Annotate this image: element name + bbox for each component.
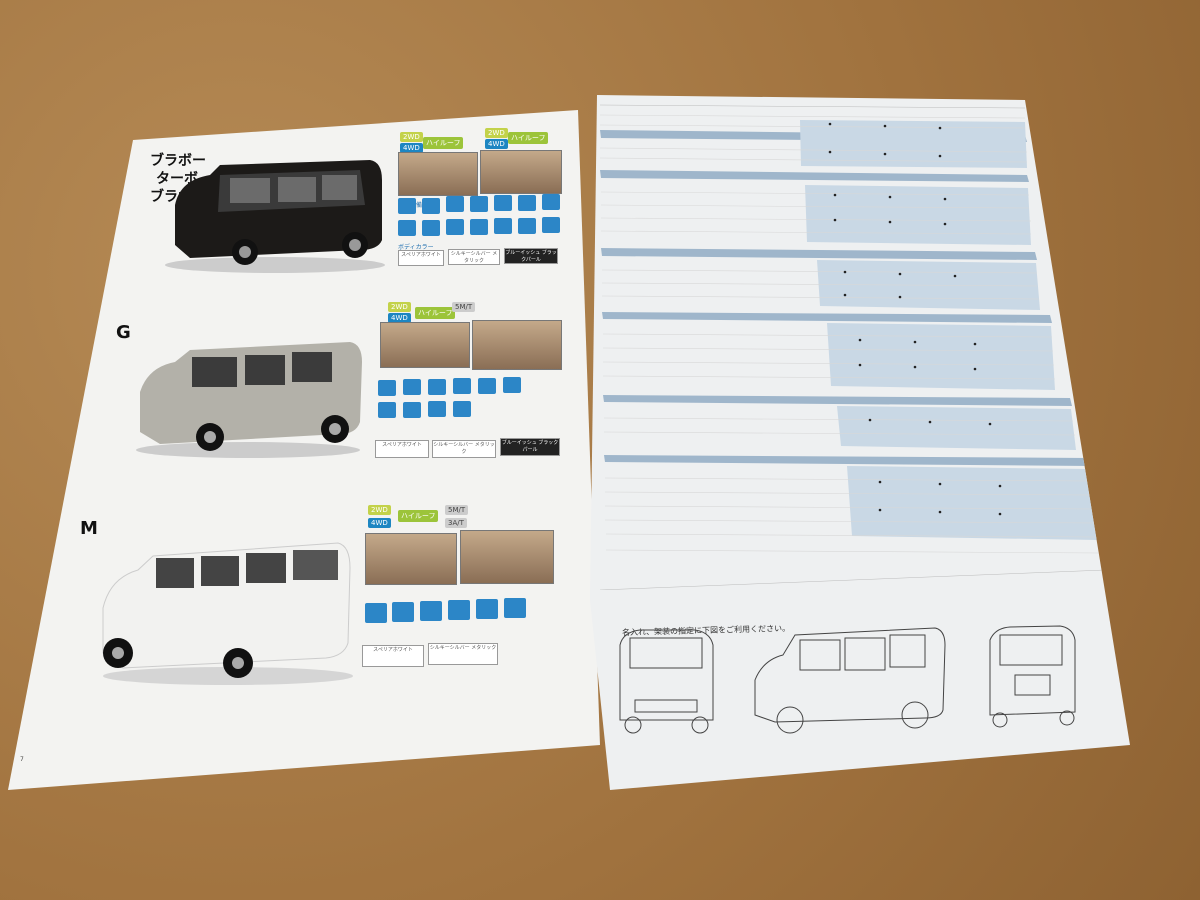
feature-icon: [448, 600, 470, 620]
interior-photo: [480, 150, 562, 194]
page-number: 7: [20, 756, 24, 763]
feature-icon: [542, 217, 560, 233]
feature-icon: [378, 380, 396, 396]
badge-3at: 3A/T: [445, 518, 467, 528]
model-title-m: M: [80, 518, 98, 539]
badge-high-roof: ハイルーフ: [415, 307, 456, 319]
badge-high-roof: ハイルーフ: [398, 510, 439, 522]
feature-icon: [478, 378, 496, 394]
feature-icon: [403, 379, 421, 395]
page-number: 8: [1150, 738, 1154, 745]
feature-icon: [365, 603, 387, 623]
badge-2wd: 2WD: [388, 302, 411, 312]
color-chip-silver: シルキーシルバー メタリック: [432, 440, 496, 458]
feature-icon: [398, 220, 416, 236]
feature-icon: [470, 196, 488, 212]
color-chip-silver: シルキーシルバー メタリック: [448, 249, 500, 265]
feature-icon: [446, 219, 464, 235]
color-section-label: ボディカラー: [398, 244, 434, 251]
feature-icon: [422, 220, 440, 236]
badge-4wd: 4WD: [400, 143, 423, 153]
badge-2wd: 2WD: [485, 128, 508, 138]
model-title-g: G: [116, 322, 131, 343]
color-chip-black: ブルーイッシュ ブラックパール: [500, 438, 560, 456]
badge-2wd: 2WD: [368, 505, 391, 515]
van-image-white: [102, 542, 353, 685]
model-title-line: ターボ: [156, 171, 198, 187]
feature-icon: [518, 195, 536, 211]
interior-photo: [380, 322, 470, 368]
feature-icon: [503, 377, 521, 393]
feature-icon: [518, 218, 536, 234]
badge-4wd: 4WD: [368, 518, 391, 528]
feature-icon: [446, 196, 464, 212]
interior-photo: [398, 152, 478, 196]
color-chip-white: スペリアホワイト: [398, 250, 444, 266]
left-page: ブラボー ターボ ブラボー G M 2WD 4WD ハイルーフ: [8, 110, 600, 790]
van-image-silver: [136, 342, 362, 458]
color-chip-silver: シルキーシルバー メタリック: [428, 643, 498, 665]
interior-photo: [472, 320, 562, 370]
feature-icon: [398, 198, 416, 214]
feature-icon: [453, 401, 471, 417]
feature-icon: [494, 218, 512, 234]
badge-high-roof: ハイルーフ: [423, 137, 464, 149]
badge-2wd: 2WD: [400, 132, 423, 142]
feature-icon: [403, 402, 421, 418]
model-title-line: ブラボー: [150, 153, 206, 169]
feature-icon: [470, 219, 488, 235]
color-chip-white: スペリアホワイト: [362, 645, 424, 667]
feature-icon: [420, 601, 442, 621]
badge-4wd: 4WD: [388, 313, 411, 323]
feature-icon: [428, 401, 446, 417]
badge-5mt: 5M/T: [445, 505, 469, 515]
van-image-black: [165, 160, 385, 273]
feature-icon: [476, 599, 498, 619]
badge-5mt: 5M/T: [452, 302, 476, 312]
feature-icon: [494, 195, 512, 211]
feature-icon: [392, 602, 414, 622]
interior-photo: [365, 533, 457, 585]
spec-table: [599, 104, 1106, 590]
feature-icon: [422, 198, 440, 214]
badge-4wd: 4WD: [485, 139, 508, 149]
feature-icon: [378, 402, 396, 418]
interior-photo: [460, 530, 554, 584]
color-chip-black: ブルーイッシュ ブラックパール: [504, 248, 558, 264]
feature-icon: [428, 379, 446, 395]
feature-icon: [542, 194, 560, 210]
outline-diagram: [619, 625, 1076, 734]
badge-high-roof: ハイルーフ: [508, 132, 549, 144]
feature-icon: [504, 598, 526, 618]
feature-icon: [453, 378, 471, 394]
color-chip-white: スペリアホワイト: [375, 440, 429, 458]
